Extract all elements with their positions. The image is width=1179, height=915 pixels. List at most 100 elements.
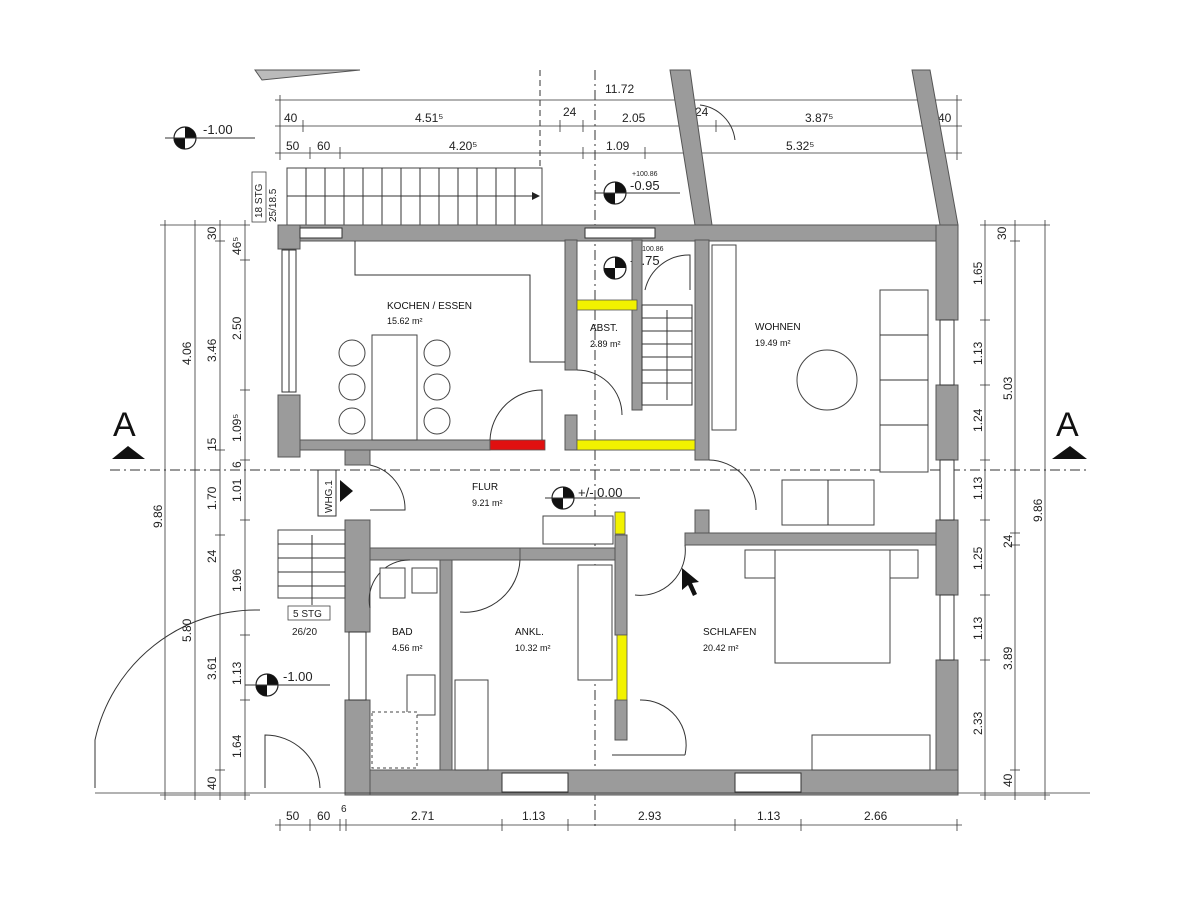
level-marker-flur: +/- 0.00	[545, 485, 640, 510]
bottom-dimensions: 50 60 6 2.71 1.13 2.93 1.13 2.66	[95, 792, 1090, 831]
dim-left: 1.01	[230, 478, 244, 502]
yellow-marking	[616, 634, 628, 701]
dim-right: 1.13	[971, 476, 985, 500]
dim-left: 1.09⁵	[230, 414, 244, 442]
dim-right: 9.86	[1031, 498, 1045, 522]
dim-top: 60	[317, 139, 331, 153]
dim-right: 24	[1001, 534, 1015, 548]
stair-top-ratio: 25/18.5	[268, 188, 279, 222]
level-marker-bottom-left: -1.00	[245, 669, 330, 697]
dim-left: 1.96	[230, 568, 244, 592]
dim-top: 24	[563, 105, 577, 119]
interior-walls	[299, 239, 937, 771]
room-area: 10.32 m²	[515, 643, 551, 653]
dim-left: 46⁵	[230, 237, 244, 255]
dim-left: 2.50	[230, 316, 244, 340]
room-area: 2.89 m²	[590, 339, 621, 349]
red-marking	[489, 439, 546, 451]
room-name: SCHLAFEN	[703, 627, 756, 638]
dim-right: 5.03	[1001, 376, 1015, 400]
dim-right: 1.13	[971, 616, 985, 640]
bath-fixtures	[371, 515, 614, 771]
level-marker-stair-top: +100.86 -0.95	[595, 171, 680, 205]
dim-right: 1.65	[971, 261, 985, 285]
stair-top: 18 STG 25/18.5	[251, 167, 543, 226]
level-small: +100.86	[632, 171, 658, 178]
yellow-marking	[614, 511, 626, 535]
dim-left: 9.86	[151, 504, 165, 528]
stair-bottom-ratio: 26/20	[292, 627, 317, 638]
dim-top: 24	[695, 105, 709, 119]
dim-right: 1.24	[971, 408, 985, 432]
bed	[744, 549, 931, 771]
dim-bottom: 1.13	[522, 809, 546, 823]
dim-right: 1.25	[971, 546, 985, 570]
dining-table	[338, 334, 451, 441]
room-labels: KOCHEN / ESSEN 15.62 m² ABST. 2.89 m² WO…	[387, 301, 801, 653]
level-flur: +/- 0.00	[578, 485, 622, 500]
dim-top: 1.09	[606, 139, 630, 153]
dim-left: 3.46	[205, 338, 219, 362]
dim-left: 5.80	[180, 618, 194, 642]
level-top-left: -1.00	[203, 122, 233, 137]
dim-left: 1.70	[205, 486, 219, 510]
left-dimensions: 9.86 4.06 5.80 30 3.46 15 1.70 24 3.61 4…	[151, 220, 250, 800]
dim-bottom: 50	[286, 809, 300, 823]
dim-total-top: 11.72	[605, 82, 634, 96]
stair-bottom: 5 STG 26/20	[277, 529, 346, 638]
dim-bottom: 6	[341, 804, 347, 815]
dim-top: 4.20⁵	[449, 139, 477, 153]
room-name: KOCHEN / ESSEN	[387, 301, 472, 312]
room-name: ABST.	[590, 323, 618, 334]
dim-bottom: 60	[317, 809, 331, 823]
dim-left: 15	[205, 437, 219, 451]
dim-left: 30	[205, 226, 219, 240]
dim-bottom: 1.13	[757, 809, 781, 823]
dim-right: 40	[1001, 773, 1015, 787]
dim-right: 3.89	[1001, 646, 1015, 670]
dim-bottom: 2.93	[638, 809, 662, 823]
dim-left: 1.13	[230, 661, 244, 685]
dim-left: 1.64	[230, 734, 244, 758]
section-label-right: A	[1056, 406, 1079, 444]
dim-right: 30	[995, 226, 1009, 240]
dim-left: 3.61	[205, 656, 219, 680]
level-small: +100.86	[638, 246, 664, 253]
cursor-icon	[682, 568, 699, 596]
dim-left: 6	[230, 461, 244, 468]
dim-top: 5.32⁵	[786, 139, 814, 153]
room-name: WOHNEN	[755, 322, 801, 333]
dim-left: 40	[205, 776, 219, 790]
section-label-left: A	[113, 406, 136, 444]
whg-label: WHG.1	[324, 480, 335, 513]
room-area: 19.49 m²	[755, 338, 791, 348]
level-marker-top-left: -1.00	[165, 122, 255, 150]
stair-top-count: 18 STG	[254, 183, 265, 218]
level-stair-top: -0.95	[630, 178, 660, 193]
living-furniture	[711, 244, 929, 526]
dim-left: 24	[205, 549, 219, 563]
right-dimensions: 30 1.65 1.13 1.24 1.13 1.25 1.13 2.33 5.…	[971, 220, 1050, 800]
dim-top: 40	[284, 111, 298, 125]
dim-top: 2.05	[622, 111, 646, 125]
dim-top: 50	[286, 139, 300, 153]
room-name: FLUR	[472, 482, 498, 493]
room-area: 20.42 m²	[703, 643, 739, 653]
dim-top: 3.87⁵	[805, 111, 833, 125]
dim-bottom: 2.71	[411, 809, 435, 823]
stair-bottom-count: 5 STG	[293, 609, 322, 620]
dim-bottom: 2.66	[864, 809, 888, 823]
top-dimensions: 11.72 40 4.51⁵ 24 2.05 24 3.87⁵ 40 50 60…	[275, 82, 962, 160]
room-area: 9.21 m²	[472, 498, 503, 508]
dim-right: 2.33	[971, 711, 985, 735]
section-marker-right: A	[1052, 406, 1087, 459]
level-bottom-left: -1.00	[283, 669, 313, 684]
dim-top: 40	[938, 111, 952, 125]
room-name: ANKL.	[515, 627, 544, 638]
dim-right: 1.13	[971, 341, 985, 365]
room-area: 4.56 m²	[392, 643, 423, 653]
yellow-marking	[576, 299, 638, 311]
stair-abst	[641, 304, 693, 406]
section-marker-left: A	[112, 406, 145, 459]
